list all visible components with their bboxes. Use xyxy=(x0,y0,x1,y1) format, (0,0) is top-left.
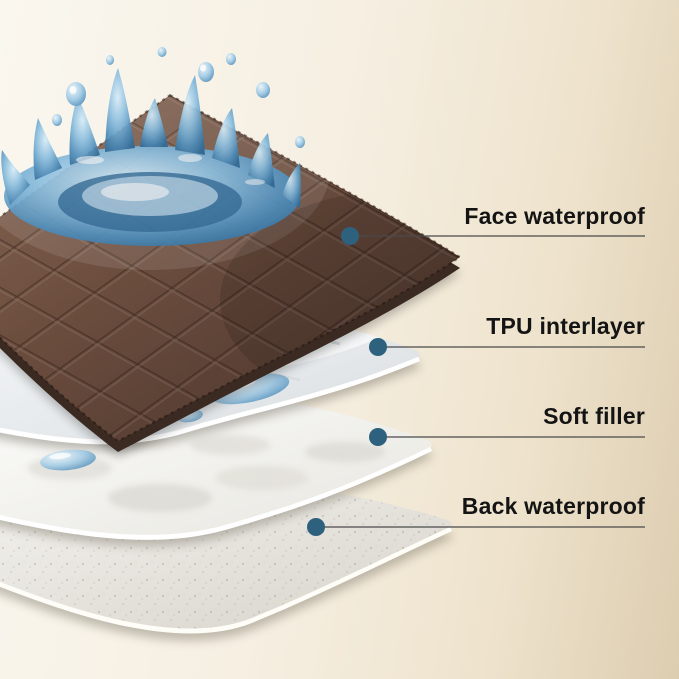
callout-dot xyxy=(341,227,359,245)
callout-label-tpu-interlayer: TPU interlayer xyxy=(486,313,645,339)
soft-filler-layer xyxy=(0,385,432,546)
callout-label-back-waterproof: Back waterproof xyxy=(461,493,645,519)
water-droplet xyxy=(40,449,96,471)
callout-label-face-waterproof: Face waterproof xyxy=(464,203,645,229)
callout-dot xyxy=(369,338,387,356)
callout-dot xyxy=(307,518,325,536)
water-splash-illustration xyxy=(1,47,305,246)
callout-label-soft-filler: Soft filler xyxy=(543,403,645,429)
callout-dot xyxy=(369,428,387,446)
water-droplet xyxy=(52,47,305,148)
